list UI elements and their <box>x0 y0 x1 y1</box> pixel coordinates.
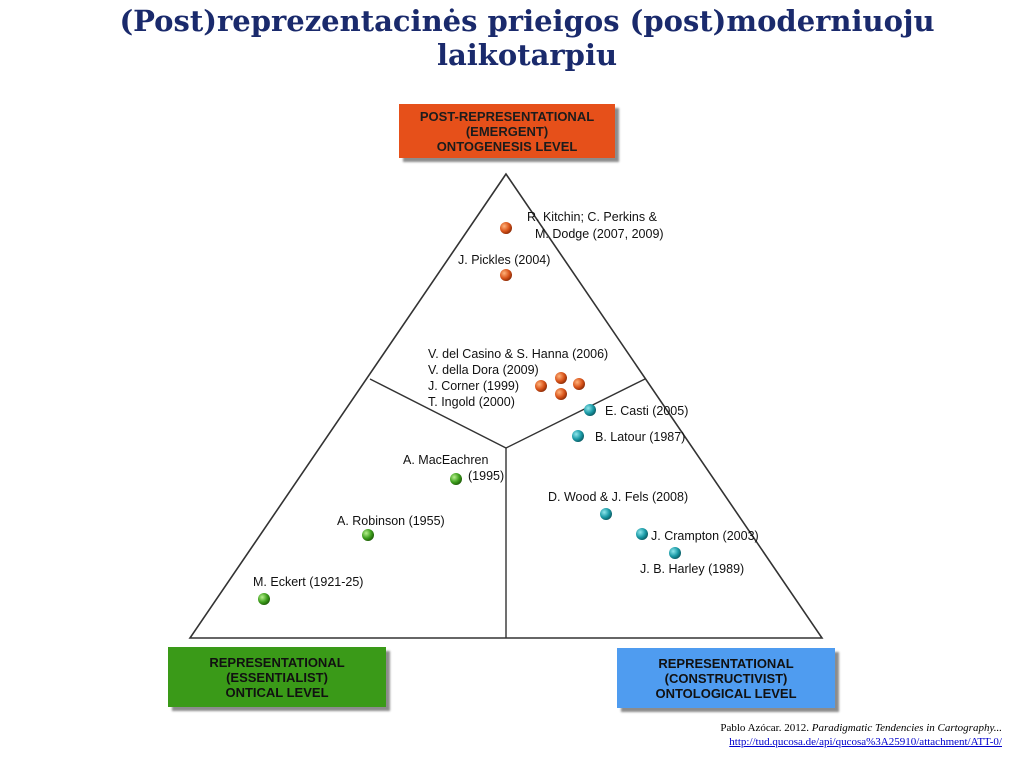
author-label-wood: D. Wood & J. Fels (2008) <box>548 490 688 504</box>
author-dot-del-casino <box>555 372 567 384</box>
citation-link[interactable]: http://tud.qucosa.de/api/qucosa%3A25910/… <box>729 736 1002 748</box>
level-label: ONTOGENESIS LEVEL <box>436 138 578 154</box>
author-dot-latour <box>572 430 584 442</box>
citation: Pablo Azócar. 2012. Paradigmatic Tendenc… <box>720 721 1002 749</box>
level-label: ONTICAL LEVEL <box>225 684 329 700</box>
author-label-kitchin: M. Dodge (2007, 2009) <box>535 227 664 241</box>
level-label: (ESSENTIALIST) <box>226 669 328 685</box>
author-label-casti: E. Casti (2005) <box>605 404 688 418</box>
author-label-harley: J. B. Harley (1989) <box>640 562 744 576</box>
author-label-robinson: A. Robinson (1955) <box>337 514 445 528</box>
author-label-latour: B. Latour (1987) <box>595 430 685 444</box>
citation-work: Paradigmatic Tendencies in Cartography..… <box>811 722 1002 734</box>
level-label: POST-REPRESENTATIONAL <box>419 108 595 124</box>
author-label-crampton: J. Crampton (2003) <box>651 529 759 543</box>
author-dot-corner <box>535 380 547 392</box>
title-line-1: (Post)reprezentacinės prieigos (post)mod… <box>119 4 935 38</box>
level-label: ONTOLOGICAL LEVEL <box>655 685 797 701</box>
author-dot-ingold <box>555 388 567 400</box>
post-representational-level-box: POST-REPRESENTATIONAL (EMERGENT) ONTOGEN… <box>399 104 615 158</box>
author-label-del-casino: V. del Casino & S. Hanna (2006) <box>428 347 608 361</box>
author-dot-kitchin <box>500 222 512 234</box>
author-dot-wood <box>600 508 612 520</box>
level-label: REPRESENTATIONAL <box>658 655 794 671</box>
author-dot-della-dora <box>573 378 585 390</box>
author-label-maceachren: A. MacEachren <box>403 453 489 467</box>
divider-left <box>369 378 507 449</box>
author-label-pickles: J. Pickles (2004) <box>458 253 550 267</box>
divider-right <box>505 378 646 449</box>
author-label-della-dora: V. della Dora (2009) <box>428 363 539 377</box>
level-label: REPRESENTATIONAL <box>209 654 345 670</box>
author-dot-robinson <box>362 529 374 541</box>
constructivist-level-box: REPRESENTATIONAL (CONSTRUCTIVIST) ONTOLO… <box>617 648 835 708</box>
author-label-eckert: M. Eckert (1921-25) <box>253 575 363 589</box>
citation-line: Pablo Azócar. 2012. Paradigmatic Tendenc… <box>720 721 1002 735</box>
slide-title: (Post)reprezentacinės prieigos (post)mod… <box>0 4 1024 72</box>
author-label-corner: J. Corner (1999) <box>428 379 519 393</box>
essentialist-level-box: REPRESENTATIONAL (ESSENTIALIST) ONTICAL … <box>168 647 386 707</box>
author-dot-harley <box>669 547 681 559</box>
title-line-2: laikotarpiu <box>436 38 618 72</box>
level-label: (CONSTRUCTIVIST) <box>664 670 788 686</box>
level-label: (EMERGENT) <box>465 123 549 139</box>
author-dot-eckert <box>258 593 270 605</box>
author-label-ingold: T. Ingold (2000) <box>428 395 515 409</box>
citation-author: Pablo Azócar. 2012. <box>720 722 809 734</box>
author-dot-casti <box>584 404 596 416</box>
author-dot-maceachren <box>450 473 462 485</box>
author-dot-pickles <box>500 269 512 281</box>
author-label-kitchin: R. Kitchin; C. Perkins & <box>527 210 658 224</box>
author-label-maceachren: (1995) <box>468 469 504 483</box>
author-dot-crampton <box>636 528 648 540</box>
